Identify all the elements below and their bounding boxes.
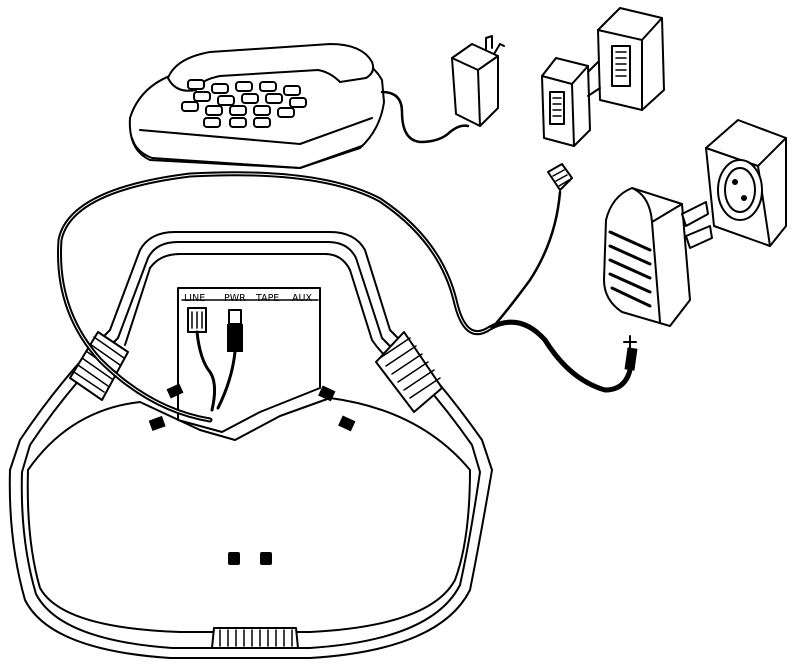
telephone — [128, 43, 470, 169]
port-label-tape: TAPE — [255, 293, 279, 304]
unit-power-adapter — [603, 187, 713, 327]
power-jack[interactable] — [227, 309, 243, 352]
port-label-pwr: PWR — [224, 293, 246, 304]
conference-unit: LINE PWR TAPE AUX — [8, 231, 493, 659]
foot-pad — [260, 552, 272, 565]
port-label-line: LINE — [184, 293, 205, 304]
foot-pad — [228, 552, 240, 565]
power-cable-plug — [623, 335, 638, 371]
phone-power-adapter — [451, 35, 505, 127]
line-jack[interactable] — [187, 307, 207, 333]
foot-pad — [338, 415, 356, 432]
speaker-grille-bottom — [211, 627, 299, 649]
port-label-aux: AUX — [292, 293, 312, 304]
foot-pad — [148, 415, 166, 432]
phone-line-plug — [547, 163, 573, 191]
phone-line-splitter — [541, 57, 601, 147]
wall-power-socket — [705, 119, 787, 247]
speaker-grille-right — [375, 331, 443, 413]
foot-pad — [318, 385, 336, 402]
phone-wall-jack — [597, 7, 665, 111]
phone-line-cable — [490, 190, 562, 330]
telephone-keypad — [181, 79, 307, 128]
foot-pad — [166, 383, 184, 399]
